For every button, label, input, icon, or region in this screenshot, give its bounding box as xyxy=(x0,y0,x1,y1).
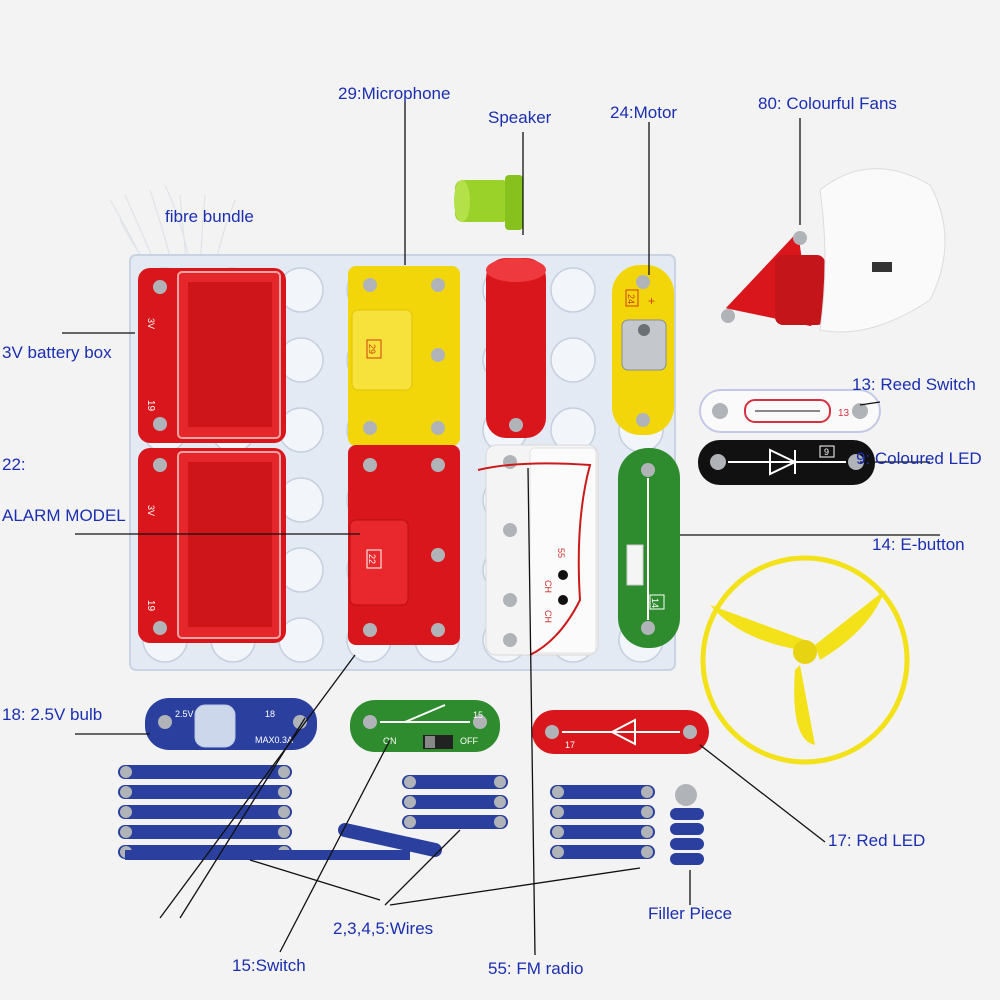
label-alarm-model: ALARM MODEL xyxy=(2,506,126,525)
label-bulb: 18: 2.5V bulb xyxy=(2,705,103,724)
coloured-led-module: 9 xyxy=(698,440,875,485)
svg-text:MAX0.3A: MAX0.3A xyxy=(255,735,293,745)
speaker-module xyxy=(486,258,546,438)
svg-text:22: 22 xyxy=(367,554,377,564)
label-red-led: 17: Red LED xyxy=(828,831,926,850)
label-coloured-led: 9: Coloured LED xyxy=(856,449,982,468)
label-motor: 24:Motor xyxy=(610,103,678,122)
label-reed-switch: 13: Reed Switch xyxy=(852,375,976,394)
label-battery-box: 3V battery box xyxy=(2,343,112,362)
e-button-module: 14 xyxy=(618,448,680,648)
svg-text:24: 24 xyxy=(626,294,636,304)
speaker-adapter xyxy=(454,175,523,230)
svg-text:2.5V: 2.5V xyxy=(175,709,194,719)
svg-text:13: 13 xyxy=(838,408,850,419)
svg-text:+: + xyxy=(648,294,655,308)
svg-text:17: 17 xyxy=(565,740,575,750)
svg-text:14: 14 xyxy=(650,598,660,608)
reed-switch: 13 xyxy=(699,389,881,433)
svg-text:55: 55 xyxy=(556,548,566,558)
label-alarm-number: 22: xyxy=(2,455,26,474)
microphone-module: 29 xyxy=(348,266,460,446)
label-switch: 15:Switch xyxy=(232,956,306,975)
svg-text:29: 29 xyxy=(367,344,377,354)
red-led-module: 17 xyxy=(532,710,709,754)
svg-text:9: 9 xyxy=(824,447,829,457)
yellow-propeller xyxy=(700,555,910,765)
svg-text:19: 19 xyxy=(145,600,156,612)
label-microphone: 29:Microphone xyxy=(338,84,451,103)
label-filler-piece: Filler Piece xyxy=(648,904,733,923)
svg-text:18: 18 xyxy=(265,709,275,719)
wire-pieces xyxy=(118,765,655,860)
switch-module: ON OFF 15 xyxy=(350,700,500,752)
bulb-module: 2.5V 18 MAX0.3A xyxy=(145,698,317,750)
alarm-module: 22 xyxy=(348,445,460,645)
svg-text:19: 19 xyxy=(145,400,156,412)
colourful-fan xyxy=(717,168,946,333)
label-fm-radio: 55: FM radio xyxy=(488,959,584,978)
battery-box-bottom: 3V 19 xyxy=(138,448,286,643)
svg-text:CH: CH xyxy=(543,580,553,593)
label-fans: 80: Colourful Fans xyxy=(758,94,897,113)
callout-lines xyxy=(62,102,940,956)
battery-box-top: 3V 19 xyxy=(138,268,286,443)
svg-text:OFF: OFF xyxy=(460,736,478,746)
fm-radio-module: 55 CH CH xyxy=(477,444,599,656)
filler-piece xyxy=(670,784,704,865)
label-speaker: Speaker xyxy=(488,108,552,127)
svg-text:CH: CH xyxy=(543,610,553,623)
motor-module: 24 + xyxy=(612,265,674,435)
label-e-button: 14: E-button xyxy=(872,535,965,554)
label-wires: 2,3,4,5:Wires xyxy=(333,919,434,938)
label-fibre-bundle: fibre bundle xyxy=(165,207,254,226)
svg-text:15: 15 xyxy=(473,710,483,720)
svg-text:3V: 3V xyxy=(146,318,156,329)
svg-text:3V: 3V xyxy=(146,505,156,516)
